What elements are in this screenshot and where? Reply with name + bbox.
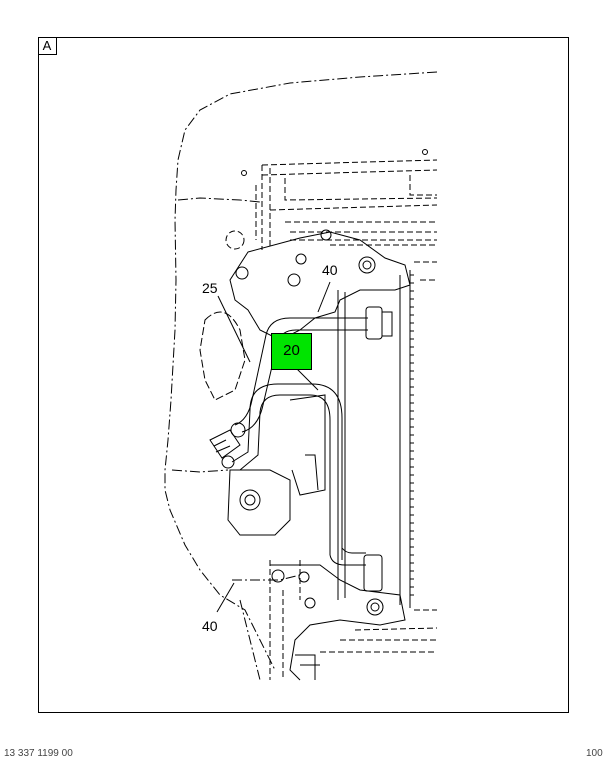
tube-fitting [363, 554, 383, 592]
phantom-edge [232, 574, 301, 581]
lower-tube [231, 383, 343, 560]
pump-body [227, 469, 291, 536]
pump-body [199, 311, 246, 401]
radiator-fins [410, 274, 414, 596]
lower-tube [329, 554, 366, 566]
callout-40-top: 40 [322, 262, 338, 278]
lower-bracket [270, 564, 406, 681]
footer-drawing-number: 13 337 1199 00 [4, 748, 73, 759]
bracket-nut [320, 229, 332, 241]
hose-coupling [209, 429, 241, 459]
leader-40-bottom [216, 582, 235, 613]
phantom-edge [171, 469, 229, 473]
bracket-nut [271, 569, 285, 583]
bolt-hole [225, 230, 245, 250]
pump-housing [289, 394, 326, 496]
callout-40-bottom: 40 [202, 618, 218, 634]
tube-fitting [365, 306, 383, 340]
bracket-nut [295, 253, 307, 265]
bolt-hole [422, 149, 428, 155]
upper-tube [234, 317, 368, 426]
phantom-edge [177, 197, 261, 203]
bracket-nut [358, 256, 376, 274]
frame-rail [255, 159, 438, 250]
lower-support [269, 560, 301, 680]
leader-40-top [317, 281, 331, 313]
pump-nut [239, 489, 261, 511]
radiator-outline [320, 627, 438, 653]
upper-bracket [229, 231, 411, 341]
clamp [230, 422, 246, 438]
footer-page-ref: 100 [586, 748, 603, 759]
bracket-nut [287, 273, 301, 287]
drawing-frame [38, 37, 569, 713]
radiator-outline [414, 261, 437, 611]
bracket-nut [235, 266, 249, 280]
highlighted-callout-20[interactable]: 20 [271, 333, 312, 370]
bracket-nut [366, 598, 384, 616]
bracket-nut [304, 597, 316, 609]
leader-20 [295, 367, 319, 391]
callout-20: 20 [283, 342, 300, 359]
phantom-outline [164, 71, 438, 671]
leader-25 [217, 295, 251, 363]
clamp [221, 455, 235, 469]
view-label: A [38, 37, 57, 55]
callout-25: 25 [202, 280, 218, 296]
lower-tube [239, 394, 331, 555]
phantom-edge [239, 599, 261, 681]
bolt-hole [241, 170, 247, 176]
lower-tube [341, 547, 366, 554]
bracket-nut [298, 571, 310, 583]
